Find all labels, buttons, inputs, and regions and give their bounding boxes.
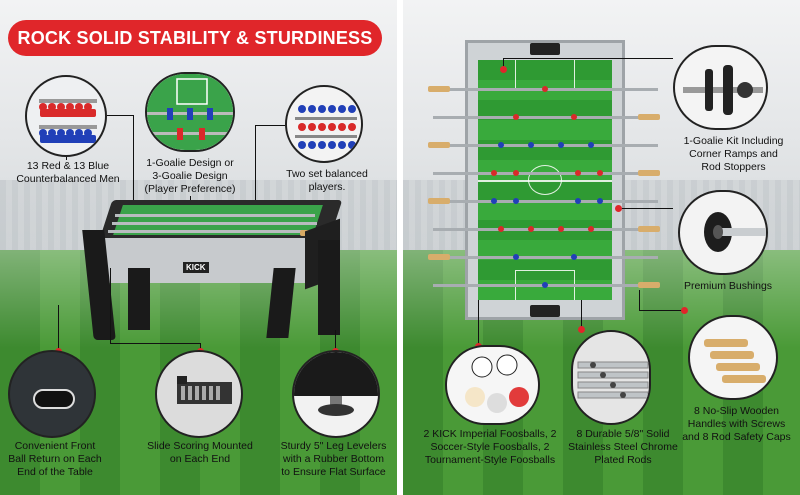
rod — [433, 228, 658, 231]
rod — [433, 256, 658, 259]
left-panel: ROCK SOLID STABILITY & STURDINESS 13 Red… — [0, 0, 397, 495]
player-blue — [513, 198, 519, 204]
player-blue — [575, 198, 581, 204]
player-blue — [588, 142, 594, 148]
player-red — [542, 86, 548, 92]
connector — [133, 115, 134, 210]
rod — [433, 144, 658, 147]
connector — [110, 343, 200, 344]
player-red — [558, 226, 564, 232]
callout-dot — [681, 307, 688, 314]
player-blue — [542, 282, 548, 288]
counterbalanced-men-icon — [25, 75, 107, 157]
connector — [107, 115, 134, 116]
connector — [581, 300, 582, 328]
goal-top — [530, 43, 560, 55]
callout-dot — [500, 66, 507, 73]
wooden-handle — [638, 226, 660, 232]
wooden-handle — [428, 254, 450, 260]
rod — [112, 222, 317, 225]
bushing-icon — [678, 190, 768, 275]
player-red — [575, 170, 581, 176]
connector — [503, 58, 673, 59]
panel-divider — [397, 0, 403, 495]
ball-return-label: Convenient Front Ball Return on Each End… — [8, 440, 102, 478]
callout-dot — [578, 326, 585, 333]
connector — [503, 58, 504, 68]
rods-label: 8 Durable 5/8" Solid Stainless Steel Chr… — [568, 428, 678, 466]
connector — [200, 343, 201, 351]
right-panel: 1-Goalie Kit Including Corner Ramps and … — [403, 0, 800, 495]
wooden-handle — [638, 170, 660, 176]
connector — [255, 125, 285, 126]
handles-label: 8 No-Slip Wooden Handles with Screws and… — [682, 405, 791, 443]
rod — [115, 214, 315, 217]
rod — [433, 172, 658, 175]
wooden-handles-icon — [688, 315, 778, 400]
balanced-players-icon — [285, 85, 363, 163]
player-blue — [528, 142, 534, 148]
rod — [433, 116, 658, 119]
chrome-rods-icon — [571, 330, 651, 425]
headline-banner: ROCK SOLID STABILITY & STURDINESS — [8, 20, 382, 56]
wooden-handle — [428, 142, 450, 148]
goalie-design-icon — [145, 72, 235, 152]
goalie-kit-label: 1-Goalie Kit Including Corner Ramps and … — [683, 135, 784, 173]
player-red — [513, 170, 519, 176]
rod — [433, 200, 658, 203]
slide-scoring-icon — [155, 350, 243, 438]
rod — [108, 230, 318, 233]
connector — [335, 330, 336, 350]
player-red — [588, 226, 594, 232]
player-red — [597, 170, 603, 176]
player-blue — [491, 198, 497, 204]
foosballs-label: 2 KICK Imperial Foosballs, 2 Soccer-Styl… — [423, 428, 557, 466]
slide-scoring-label: Slide Scoring Mounted on Each End — [147, 440, 253, 465]
table-leg — [318, 240, 340, 335]
goalie-design-label: 1-Goalie Design or 3-Goalie Design (Play… — [144, 157, 236, 195]
table-leg — [128, 268, 150, 330]
balanced-players-label: Two set balanced players. — [286, 168, 368, 193]
player-red — [498, 226, 504, 232]
callout-dot — [615, 205, 622, 212]
wooden-handle — [638, 282, 660, 288]
player-blue — [498, 142, 504, 148]
counterbalanced-label: 13 Red & 13 Blue Counterbalanced Men — [16, 160, 120, 185]
leg-levelers-label: Sturdy 5" Leg Levelers with a Rubber Bot… — [280, 440, 387, 478]
connector — [110, 268, 111, 343]
player-red — [571, 114, 577, 120]
wooden-handle — [428, 86, 450, 92]
connector — [618, 208, 673, 209]
connector — [639, 310, 684, 311]
center-circle — [528, 165, 562, 195]
player-blue — [597, 198, 603, 204]
goal-bottom — [530, 305, 560, 317]
foosball-balls-icon — [445, 345, 540, 425]
player-blue — [571, 254, 577, 260]
connector — [58, 305, 59, 350]
leg-leveler-icon — [292, 350, 380, 438]
connector — [639, 290, 640, 310]
player-blue — [558, 142, 564, 148]
connector — [66, 157, 67, 160]
player-red — [528, 226, 534, 232]
goalie-kit-icon — [673, 45, 768, 130]
player-blue — [513, 254, 519, 260]
player-red — [491, 170, 497, 176]
connector — [255, 125, 256, 210]
wooden-handle — [428, 198, 450, 204]
ball-return-icon — [8, 350, 96, 438]
connector — [478, 300, 479, 345]
player-red — [513, 114, 519, 120]
bushings-label: Premium Bushings — [683, 280, 773, 292]
table-logo: KICK — [183, 262, 209, 273]
wooden-handle — [638, 114, 660, 120]
